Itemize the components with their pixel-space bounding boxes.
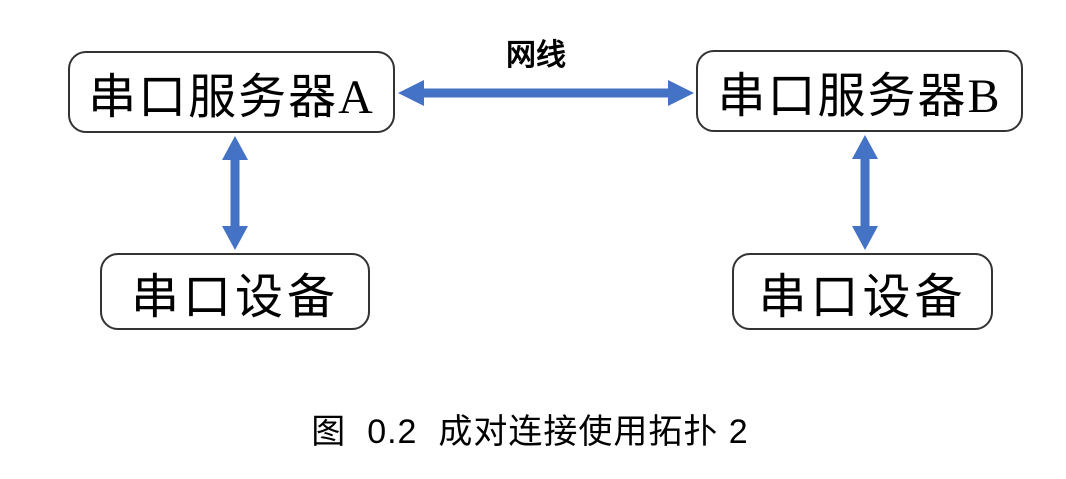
serial-link-right-head-bottom-icon — [852, 226, 878, 250]
ethernet-cable-label: 网线 — [506, 39, 566, 72]
ethernet-arrow-head-right-icon — [668, 80, 694, 106]
serial-link-right-double-arrow — [852, 135, 878, 250]
ethernet-double-arrow — [398, 80, 694, 106]
node-serial-server-b: 串口服务器B — [696, 50, 1023, 132]
node-serial-server-a-label: 串口服务器A — [88, 71, 375, 124]
serial-link-left-double-arrow — [222, 136, 248, 250]
node-serial-server-b-label: 串口服务器B — [717, 70, 1002, 123]
node-serial-device-right-label: 串口设备 — [758, 270, 967, 324]
serial-link-right-head-top-icon — [852, 135, 878, 159]
node-serial-device-right: 串口设备 — [732, 253, 993, 330]
node-serial-device-left: 串口设备 — [100, 253, 370, 330]
node-serial-device-left-label: 串口设备 — [130, 270, 339, 324]
serial-link-left-head-bottom-icon — [222, 226, 248, 250]
figure-caption: 图 0.2 成对连接使用拓扑 2 — [311, 413, 749, 451]
node-serial-server-a: 串口服务器A — [68, 51, 395, 133]
serial-link-left-head-top-icon — [222, 136, 248, 160]
ethernet-arrow-head-left-icon — [398, 80, 424, 106]
